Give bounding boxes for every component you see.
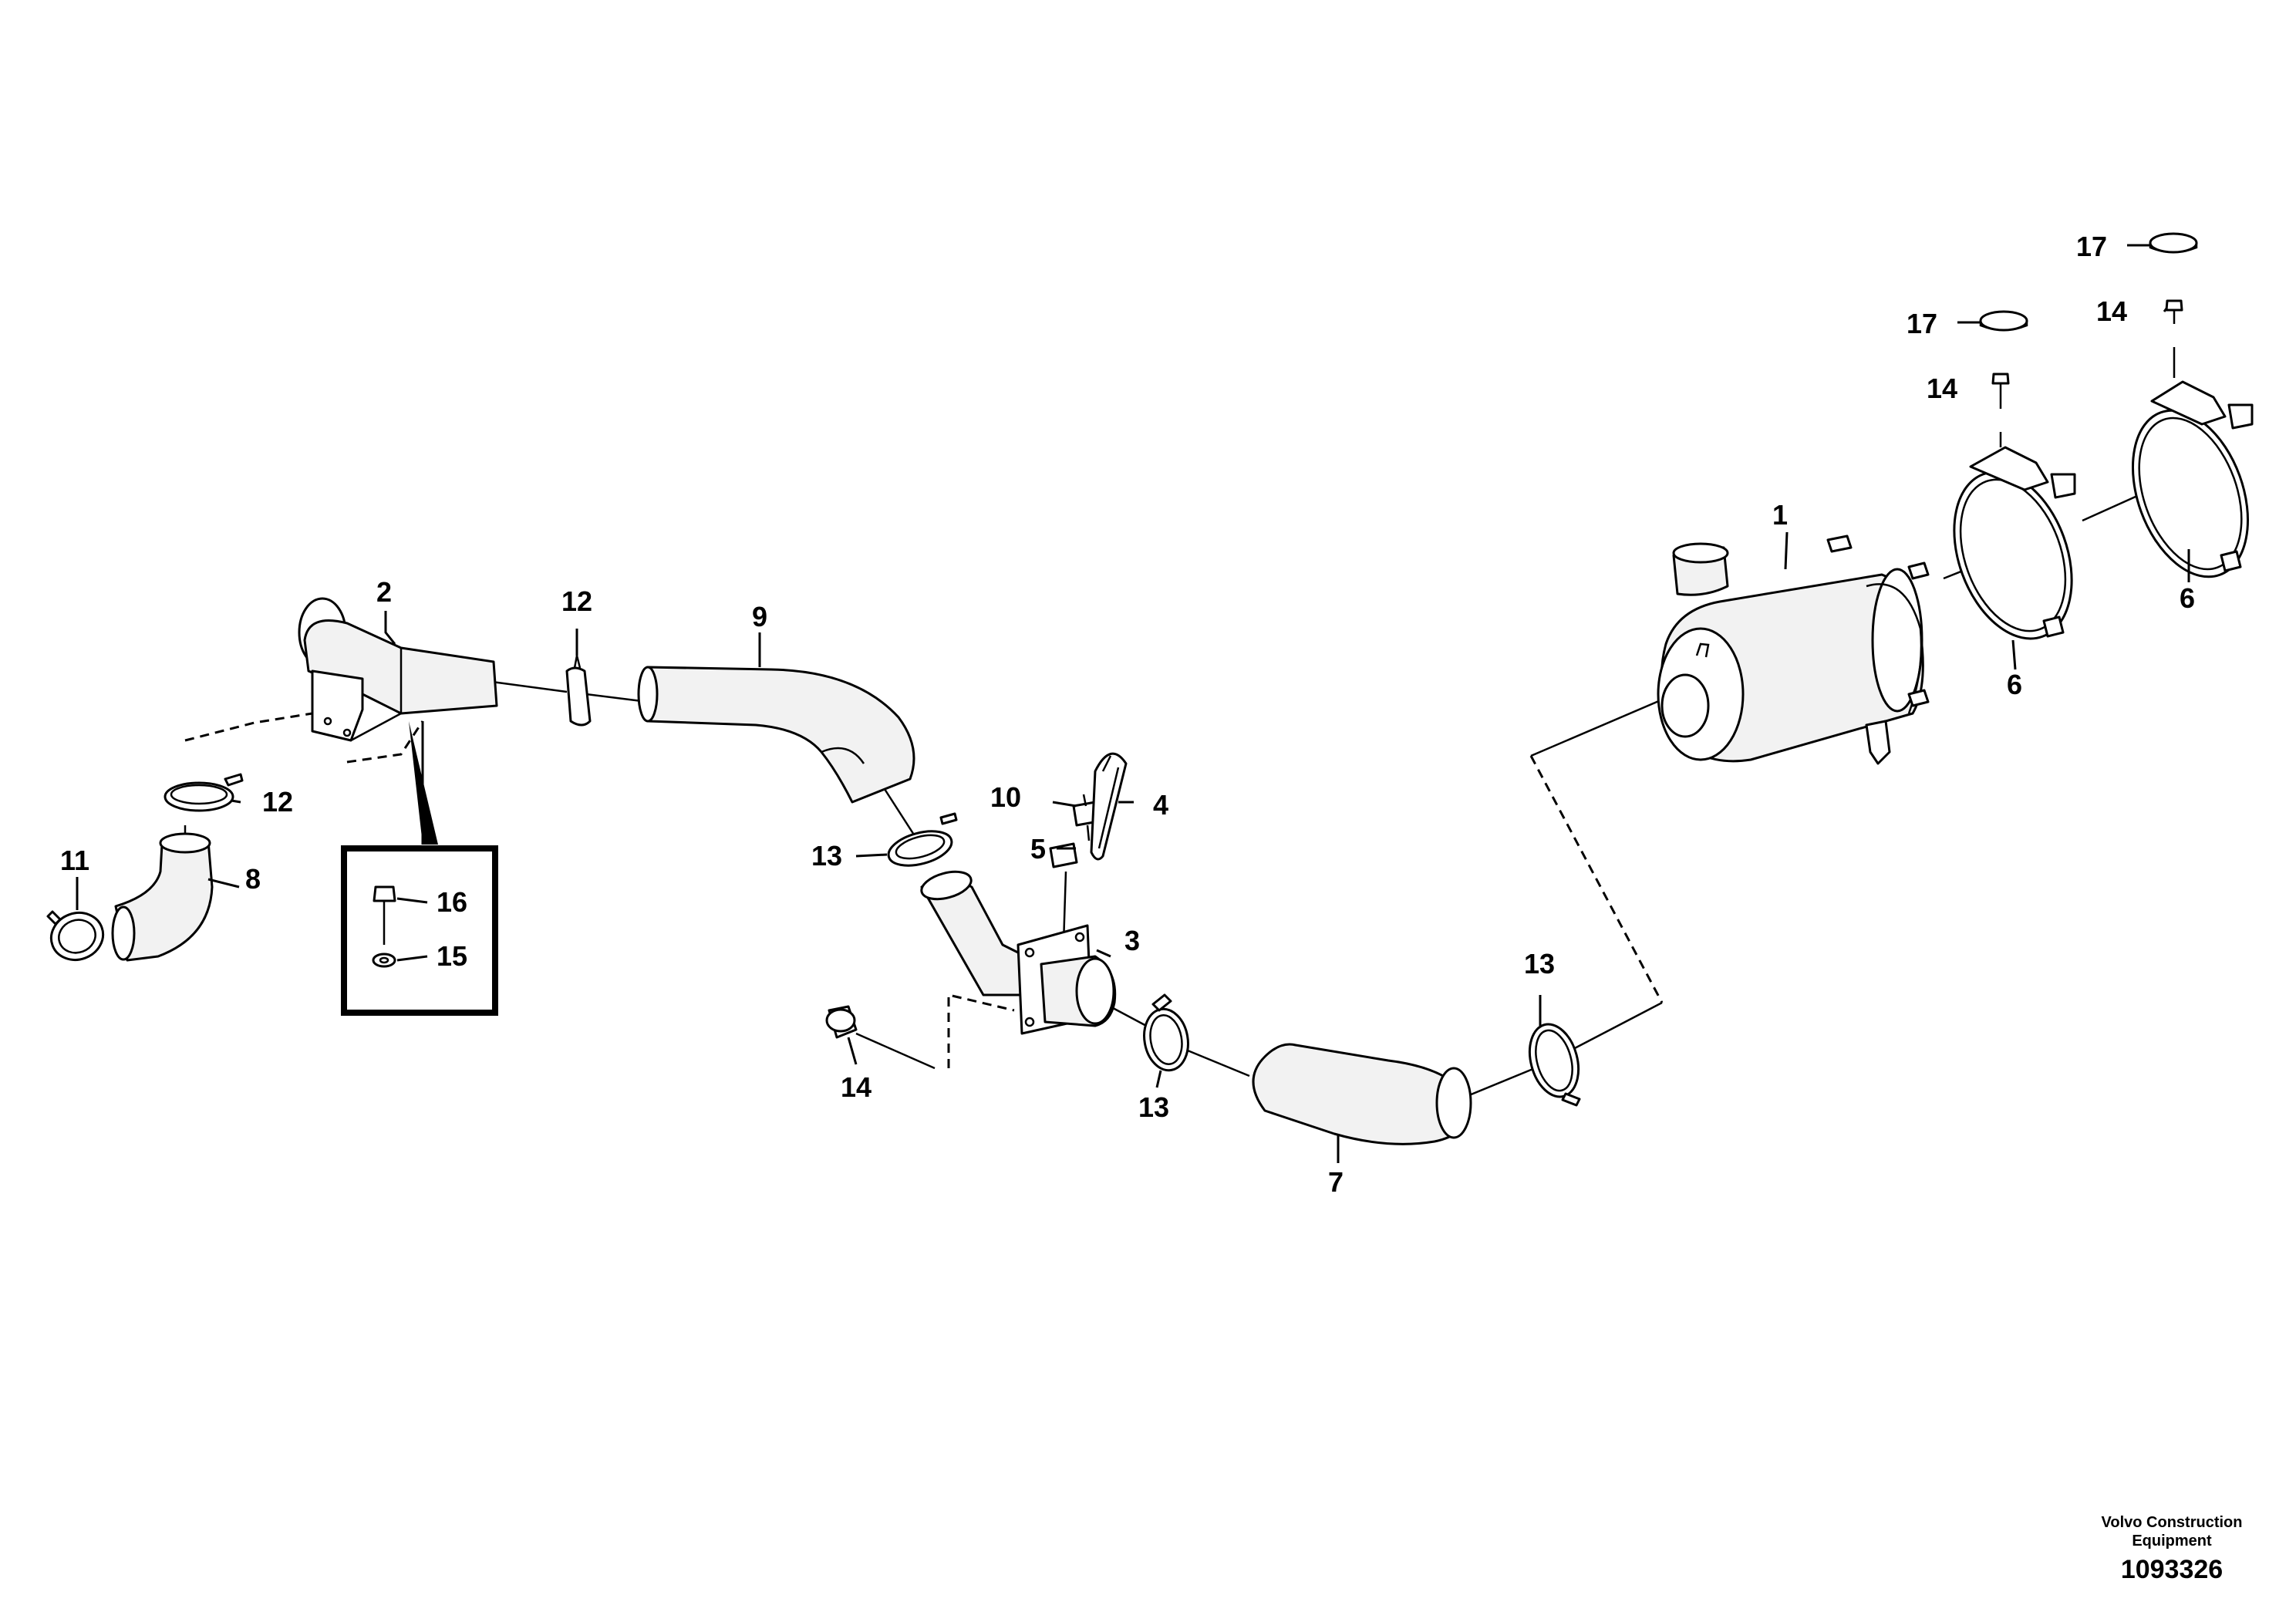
part-16-bolt [373,885,396,945]
detail-callout-pointer [409,721,438,845]
callout-14-band-rear: 14 [2096,295,2127,327]
part-7-intake-hose [1252,1043,1472,1145]
part-1-air-filter-housing [1657,534,1930,765]
part-11-hose-clamp [46,910,105,961]
callout-14-band-front: 14 [1927,373,1957,404]
assembly-line-pipe2-clamp12 [491,680,568,693]
company-name-line2: Equipment [2132,1533,2212,1549]
assembly-line-hose7-clamp13 [1468,1067,1536,1097]
callout-8: 8 [245,863,261,895]
callout-5: 5 [1030,833,1046,865]
part-13-hose-clamp-middle [1143,993,1189,1072]
callout-3: 3 [1124,925,1140,956]
callout-10: 10 [990,781,1021,813]
drawing-number: 1093326 [2121,1555,2223,1584]
callout-4: 4 [1153,789,1168,821]
part-4-vacuum-tube [1090,752,1128,861]
assembly-dashed-line-left [184,712,313,742]
detail-box-bolt-washer [341,845,498,1016]
assembly-line-hose9-clamp13 [882,786,919,841]
callout-2: 2 [376,576,392,608]
callout-leaders [76,244,2190,1163]
callout-14-lower: 14 [841,1071,872,1103]
part-14-bolt-band-front [1991,373,2010,447]
part-12-hose-clamp-middle [565,655,592,727]
callout-1: 1 [1772,499,1788,531]
part-9-intake-hose [637,666,915,804]
callout-15: 15 [437,940,467,972]
part-8-rubber-elbow [111,832,214,962]
assembly-dashed-line-bolt [947,993,1015,1068]
drawing-footer: Volvo Construction Equipment 1093326 [2102,1514,2243,1584]
callout-12-left: 12 [262,786,293,818]
part-17-cap-rear [2149,232,2198,254]
part-13-hose-clamp-upper [887,812,958,867]
assembly-line-clamp13-filter [1573,1001,1663,1050]
part-6-mounting-band-rear [2131,380,2254,578]
callout-6-rear: 6 [2180,582,2195,614]
callout-17-front: 17 [1907,308,1937,339]
part-6-mounting-band-front [1953,446,2076,640]
callout-12-middle: 12 [561,585,592,617]
callout-16: 16 [437,886,467,918]
assembly-line-clamp12-hose9 [585,693,649,703]
assembly-dashed-line-filter [1529,755,1664,1003]
part-14-bolt-lower [825,1005,858,1039]
assembly-line-filter-inlet [1530,696,1667,757]
callout-13-upper: 13 [811,840,842,872]
company-name-line1: Volvo Construction [2102,1514,2243,1531]
part-2-intake-pipe [298,597,498,742]
part-17-cap-front [1979,310,2028,332]
part-3-inlet-elbow-flange [920,870,1117,1035]
callout-6-front: 6 [2007,669,2022,700]
callout-17-rear: 17 [2076,231,2107,262]
assembly-line-bolt14 [855,1032,936,1070]
assembly-line-clamp13-hose7 [1183,1047,1250,1077]
part-15-washer [372,953,396,968]
callout-13-middle: 13 [1138,1091,1169,1123]
callout-9: 9 [752,601,767,632]
part-12-hose-clamp-left [164,773,244,812]
callout-7: 7 [1328,1166,1344,1198]
assembly-dashed-line-detail [346,720,424,764]
part-13-hose-clamp-right [1528,1023,1581,1107]
callout-13-right: 13 [1524,948,1555,980]
callout-labels: 1 2 3 4 5 6 6 7 8 9 10 11 12 12 13 13 13… [60,231,2195,1198]
callout-11: 11 [60,845,89,876]
part-14-bolt-band-rear [2165,299,2183,378]
